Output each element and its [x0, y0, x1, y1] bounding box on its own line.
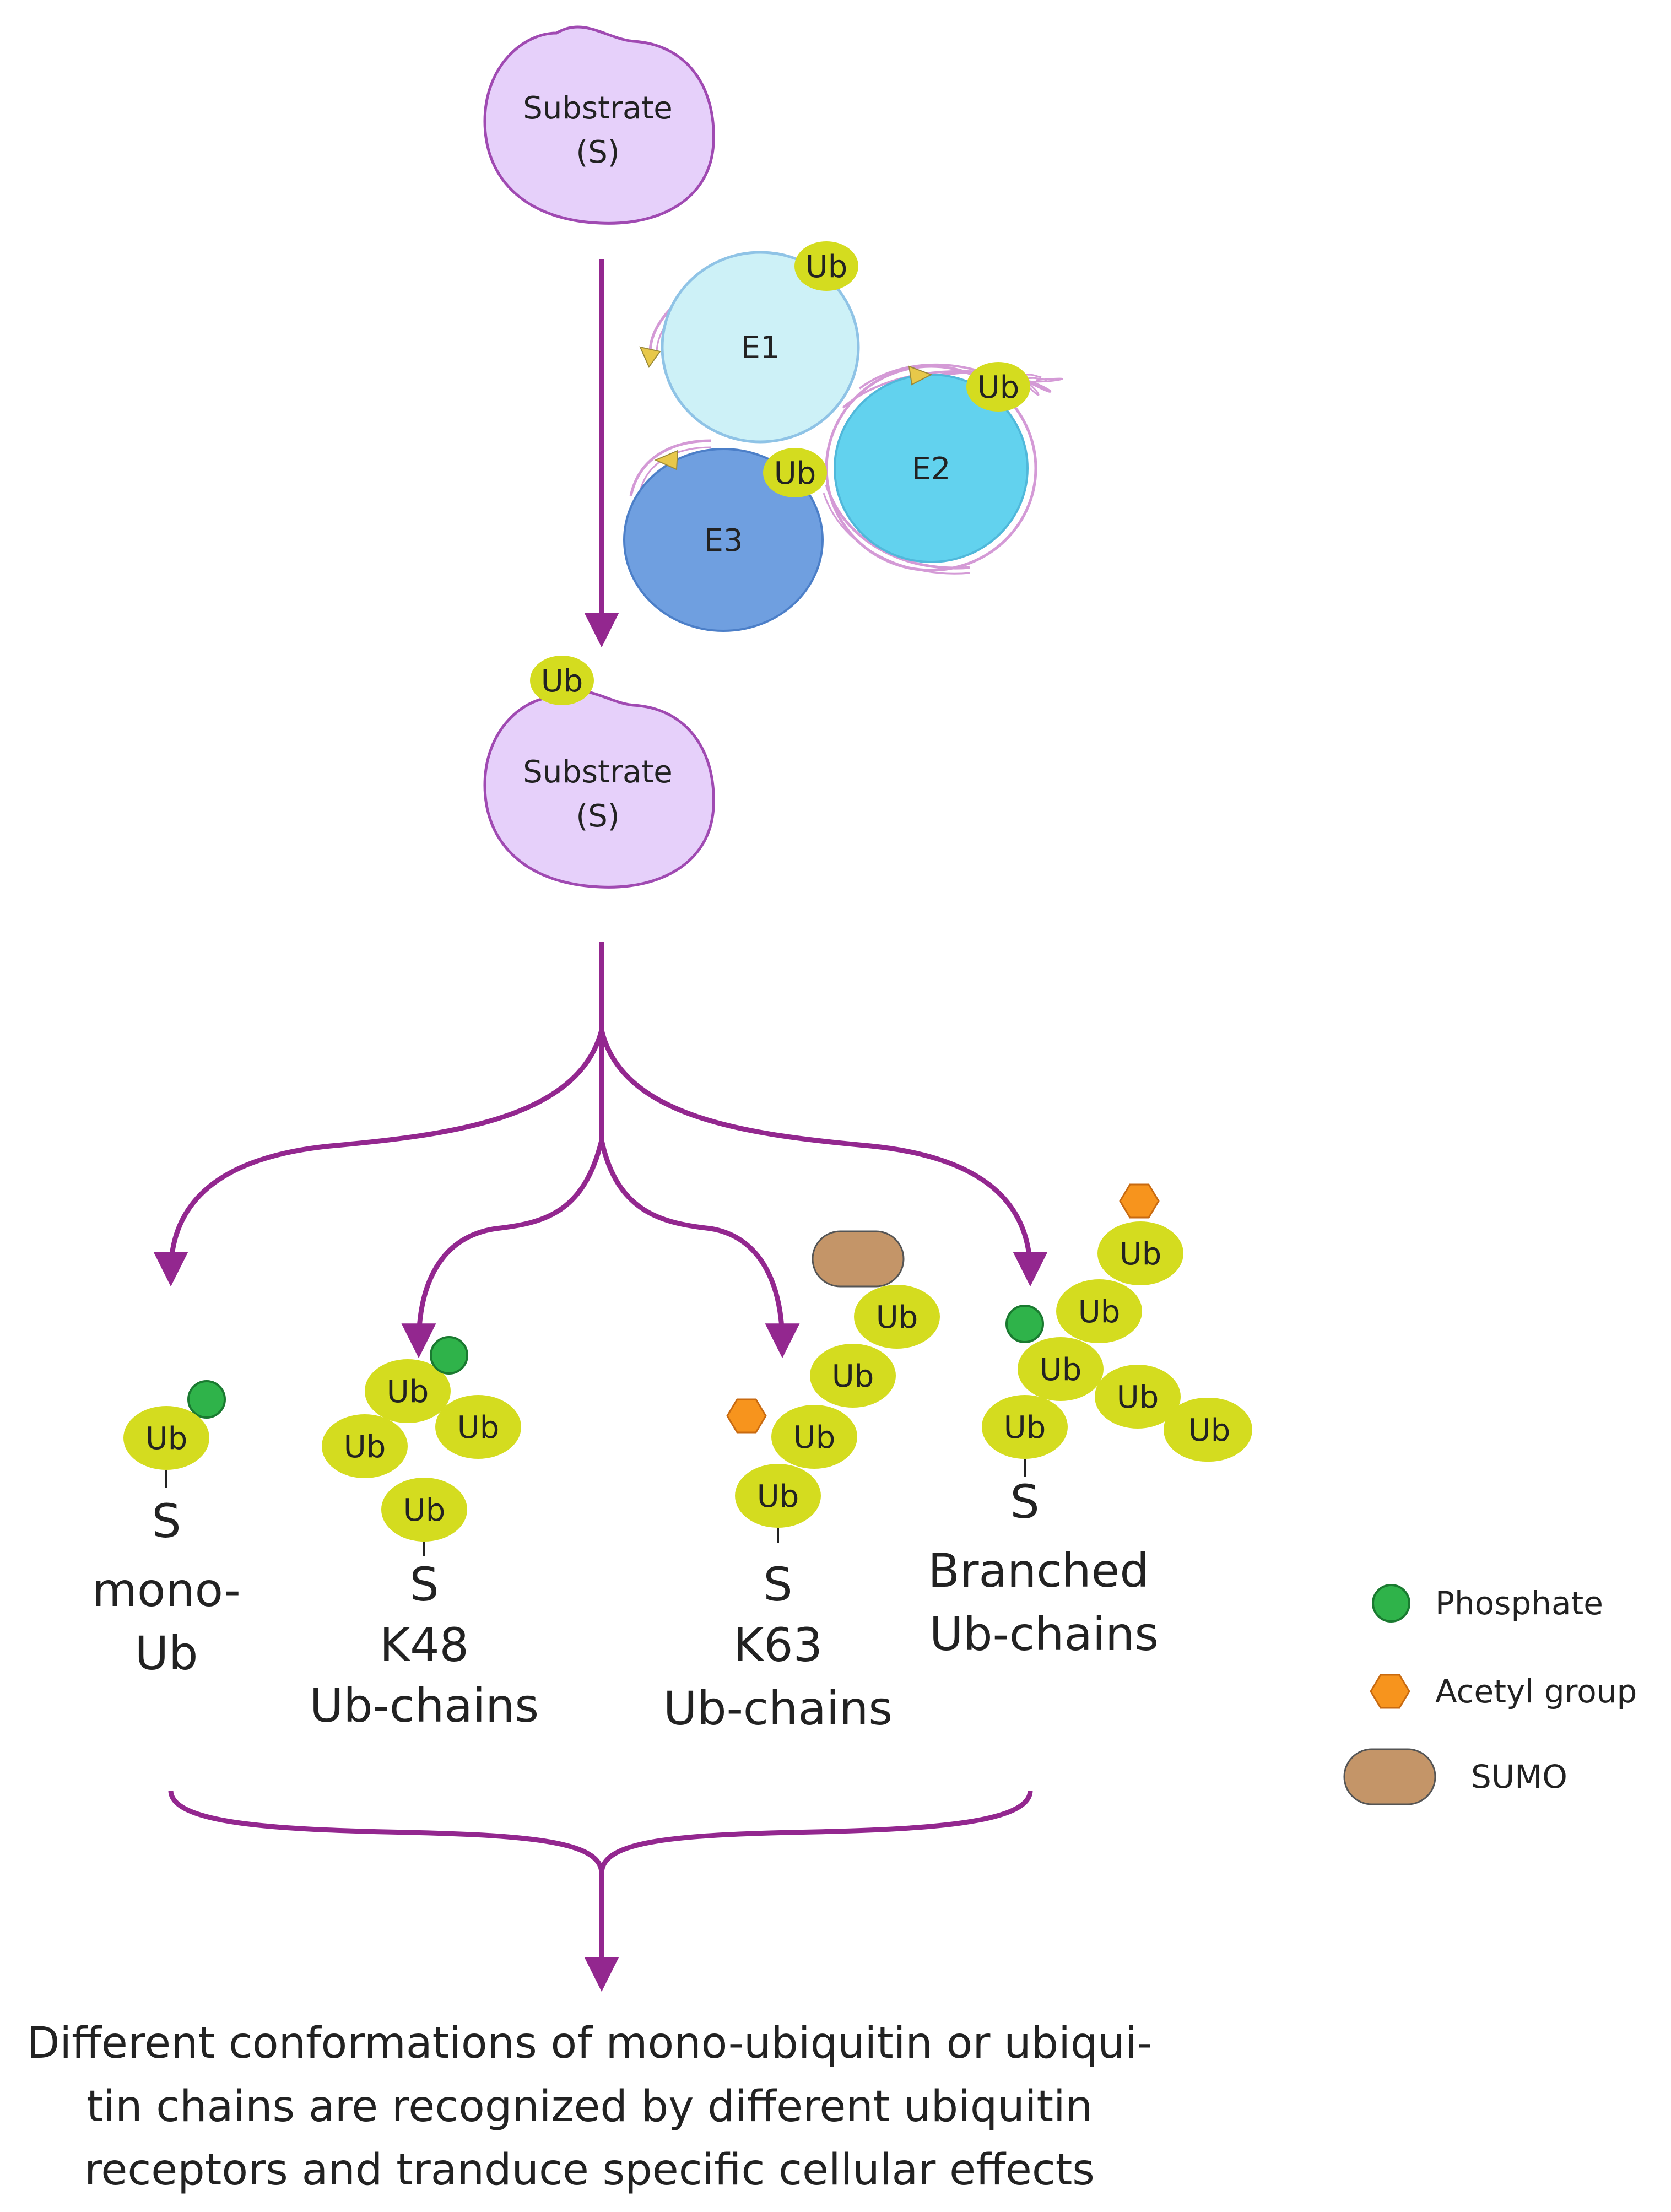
phosphate-marker	[1005, 1305, 1044, 1343]
k63-label-1: K63	[733, 1618, 823, 1672]
ub-label: Ub	[1040, 1352, 1082, 1388]
substrate-bottom-label: Substrate	[523, 754, 672, 790]
mono-s-label: S	[152, 1494, 181, 1548]
caption-line-1: Different conformations of mono-ubiquiti…	[26, 2019, 1152, 2068]
track-arrow-1	[639, 346, 661, 369]
substrate-top-label: Substrate	[523, 90, 672, 126]
arrow-to-branched	[599, 1029, 1048, 1287]
branched-chains: Ub Ub Ub	[928, 1183, 1252, 1661]
ub-label: Ub	[977, 370, 1020, 405]
substrate-bottom-sublabel: (S)	[576, 798, 619, 834]
ub-label: Ub	[387, 1374, 429, 1410]
bottom-brace	[168, 1790, 1033, 1992]
ub-label: Ub	[876, 1300, 918, 1335]
arrow-to-k48	[401, 1139, 604, 1359]
k63-chains: Ub Ub Ub Ub S K63 Ub-chains	[663, 1230, 940, 1735]
ub-label: Ub	[457, 1410, 500, 1446]
branch-arrows	[153, 942, 1048, 1359]
enzyme-cascade: E1 E2 E3 Ub Ub Ub	[623, 241, 1063, 632]
arrow-to-mono	[153, 1029, 604, 1287]
k63-s-label: S	[763, 1557, 792, 1611]
e3-label: E3	[704, 523, 743, 559]
ub-label: Ub	[1004, 1410, 1046, 1446]
track-arrow-2	[908, 365, 933, 386]
ub-label: Ub	[757, 1479, 799, 1515]
mono-label-1: mono-	[92, 1563, 241, 1617]
ub-on-e1: Ub	[794, 241, 858, 291]
substrate-top: Substrate (S)	[483, 25, 715, 225]
e3-circle	[623, 448, 824, 632]
ub-label: Ub	[145, 1421, 188, 1457]
ub-label: Ub	[1078, 1294, 1121, 1330]
caption-line-3: receptors and tranduce specific cellular…	[84, 2145, 1095, 2195]
e1-label: E1	[740, 330, 780, 366]
track-arrow-3	[654, 450, 679, 470]
arrow-to-k63	[599, 1140, 800, 1359]
acetyl-marker	[1119, 1183, 1160, 1219]
ub-on-substrate: Ub	[530, 656, 594, 705]
k48-s-label: S	[409, 1557, 439, 1611]
sumo-marker	[812, 1230, 905, 1288]
branched-label-1: Branched	[928, 1544, 1149, 1598]
ub-label: Ub	[805, 249, 848, 285]
caption: Different conformations of mono-ubiquiti…	[26, 2019, 1152, 2195]
legend-phosphate-icon	[1372, 1584, 1410, 1623]
ub-on-e2: Ub	[966, 362, 1030, 412]
ub-on-e3: Ub	[763, 448, 827, 497]
k48-label-1: K48	[380, 1618, 469, 1672]
mono-ub: Ub S mono- Ub	[92, 1380, 241, 1680]
ub-label: Ub	[1120, 1236, 1162, 1272]
k48-chains: Ub Ub Ub Ub S K48 Ub-chains	[310, 1336, 539, 1733]
ub-label: Ub	[403, 1492, 446, 1528]
substrate-bottom: Substrate (S) Ub	[483, 656, 715, 889]
ub-label: Ub	[774, 456, 816, 491]
branched-label-2: Ub-chains	[929, 1607, 1159, 1661]
branched-s-label: S	[1010, 1475, 1039, 1529]
e1-circle	[661, 251, 860, 444]
substrate-top-sublabel: (S)	[576, 134, 619, 170]
legend-acetyl-label: Acetyl group	[1435, 1673, 1637, 1710]
legend: Phosphate Acetyl group SUMO	[1343, 1584, 1637, 1805]
phosphate-marker	[430, 1336, 468, 1375]
legend-sumo-label: SUMO	[1471, 1758, 1567, 1795]
ub-label: Ub	[344, 1429, 386, 1465]
ub-label: Ub	[1188, 1413, 1231, 1448]
phosphate-marker	[187, 1380, 226, 1419]
ub-label: Ub	[832, 1359, 874, 1394]
mono-label-2: Ub	[135, 1626, 198, 1680]
e2-label: E2	[911, 451, 950, 487]
caption-line-2: tin chains are recognized by different u…	[86, 2082, 1093, 2132]
acetyl-marker	[726, 1398, 767, 1434]
ub-label: Ub	[793, 1420, 836, 1456]
legend-sumo-icon	[1343, 1748, 1436, 1805]
legend-acetyl-icon	[1370, 1674, 1410, 1709]
ub-label: Ub	[1117, 1380, 1159, 1415]
ub-label: Ub	[541, 663, 583, 699]
k48-label-2: Ub-chains	[310, 1679, 539, 1733]
legend-phosphate-label: Phosphate	[1435, 1584, 1603, 1622]
k63-label-2: Ub-chains	[663, 1681, 893, 1735]
